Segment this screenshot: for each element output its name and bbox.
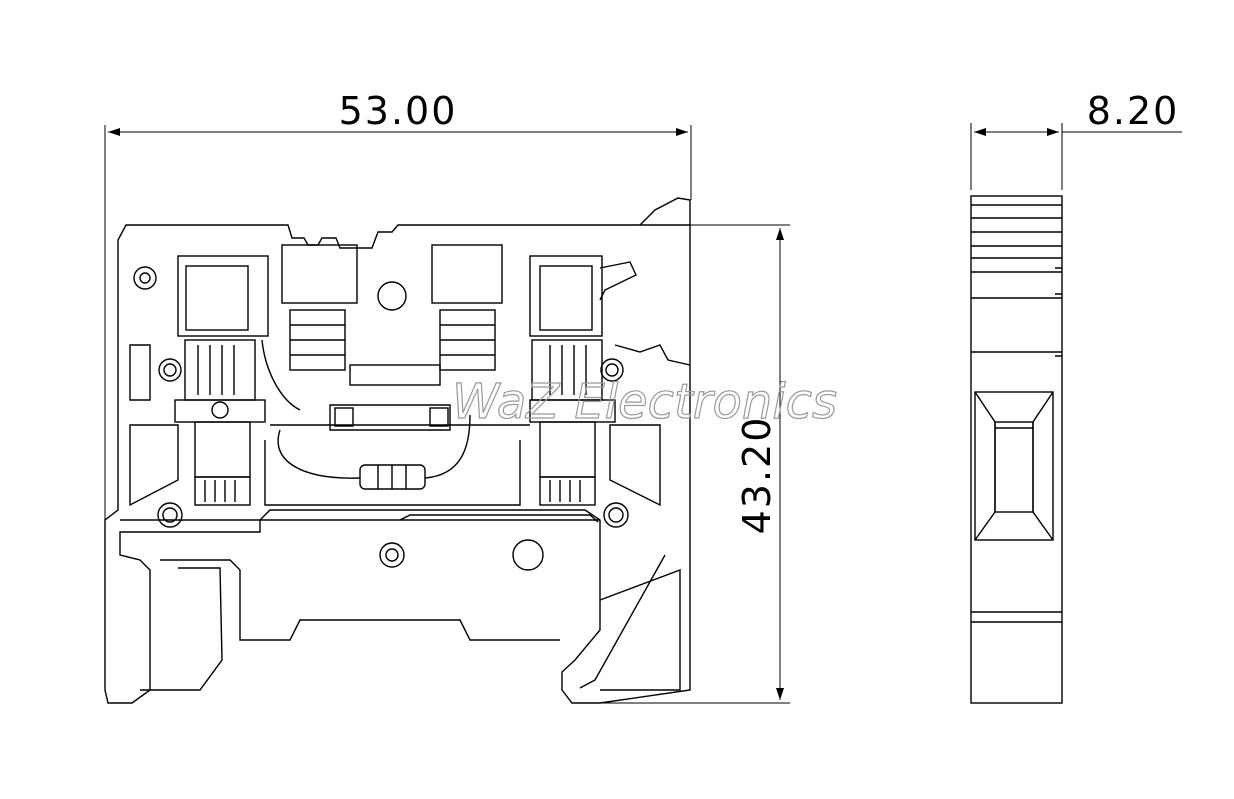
depth-dimension-label: 8.20 bbox=[1087, 89, 1180, 133]
watermark-text: WaZ Electronics bbox=[452, 374, 837, 430]
width-dimension: 53.00 bbox=[104, 89, 692, 520]
depth-dimension: 8.20 bbox=[970, 89, 1182, 190]
side-view bbox=[970, 195, 1063, 704]
front-view bbox=[104, 197, 691, 704]
height-dimension: 43.20 bbox=[400, 224, 790, 704]
height-dimension-label: 43.20 bbox=[735, 416, 779, 535]
width-dimension-label: 53.00 bbox=[339, 89, 458, 133]
